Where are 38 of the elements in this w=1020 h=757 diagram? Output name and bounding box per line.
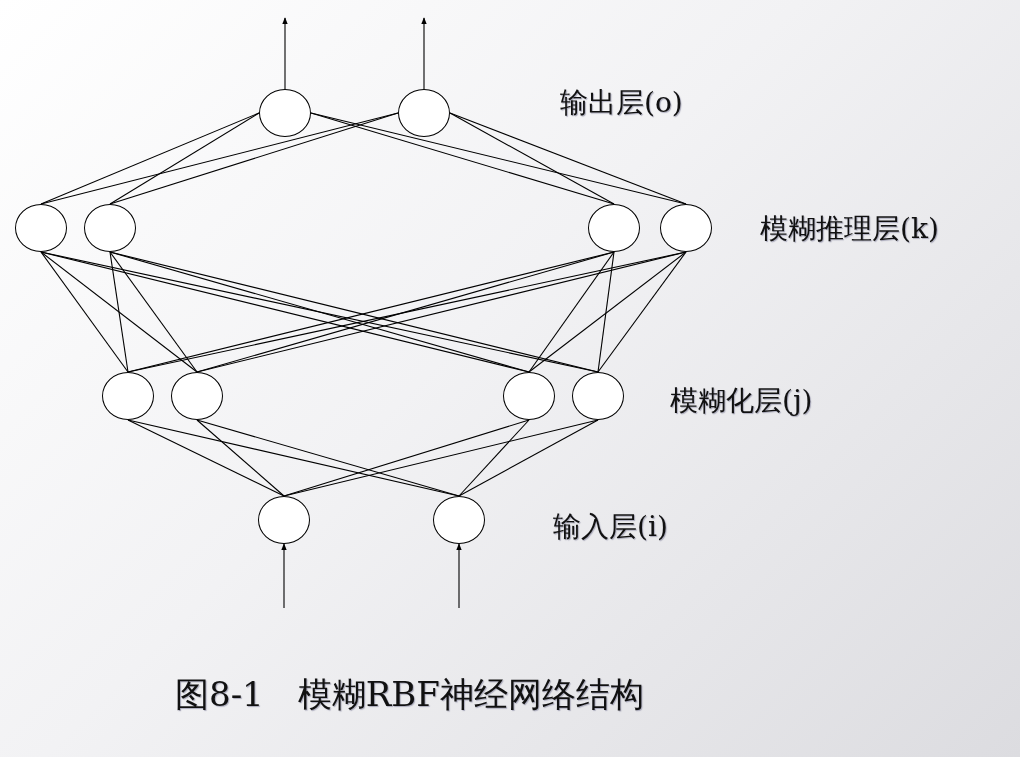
neuron-circle — [660, 204, 712, 252]
connection-line — [597, 251, 687, 373]
connection-line — [109, 251, 129, 373]
connection-line — [528, 251, 687, 373]
connection-line — [109, 251, 198, 373]
neuron-circle — [259, 89, 311, 137]
layer-label: 模糊推理层(k) — [760, 211, 939, 247]
connection-line — [196, 419, 460, 497]
connection-line — [528, 251, 615, 373]
neuron-circle — [15, 204, 67, 252]
neuron-circle — [503, 372, 555, 420]
connection-line — [127, 419, 285, 497]
connection-line — [40, 251, 129, 373]
connection-line — [40, 251, 198, 373]
layer-label: 模糊化层(j) — [670, 383, 813, 419]
arrow — [421, 17, 427, 90]
arrow — [281, 543, 287, 609]
neuron-circle — [171, 372, 223, 420]
neuron-circle — [102, 372, 154, 420]
figure-caption: 图8-1 模糊RBF神经网络结构 — [175, 673, 644, 716]
neuron-circle — [433, 496, 485, 544]
layer-label: 输出层(o) — [560, 85, 683, 121]
layer-label: 输入层(i) — [553, 509, 668, 545]
connection-line — [449, 112, 687, 205]
connection-line — [109, 112, 260, 205]
connection-line — [458, 419, 599, 497]
arrow — [456, 543, 462, 609]
arrow — [282, 17, 288, 90]
neuron-circle — [398, 89, 450, 137]
neuron-circle — [572, 372, 624, 420]
connection-line — [597, 251, 615, 373]
neuron-circle — [588, 204, 640, 252]
connection-line — [196, 419, 285, 497]
neuron-circle — [258, 496, 310, 544]
connection-line — [449, 112, 615, 205]
connection-line — [458, 419, 530, 497]
connection-line — [40, 112, 260, 205]
neuron-circle — [84, 204, 136, 252]
